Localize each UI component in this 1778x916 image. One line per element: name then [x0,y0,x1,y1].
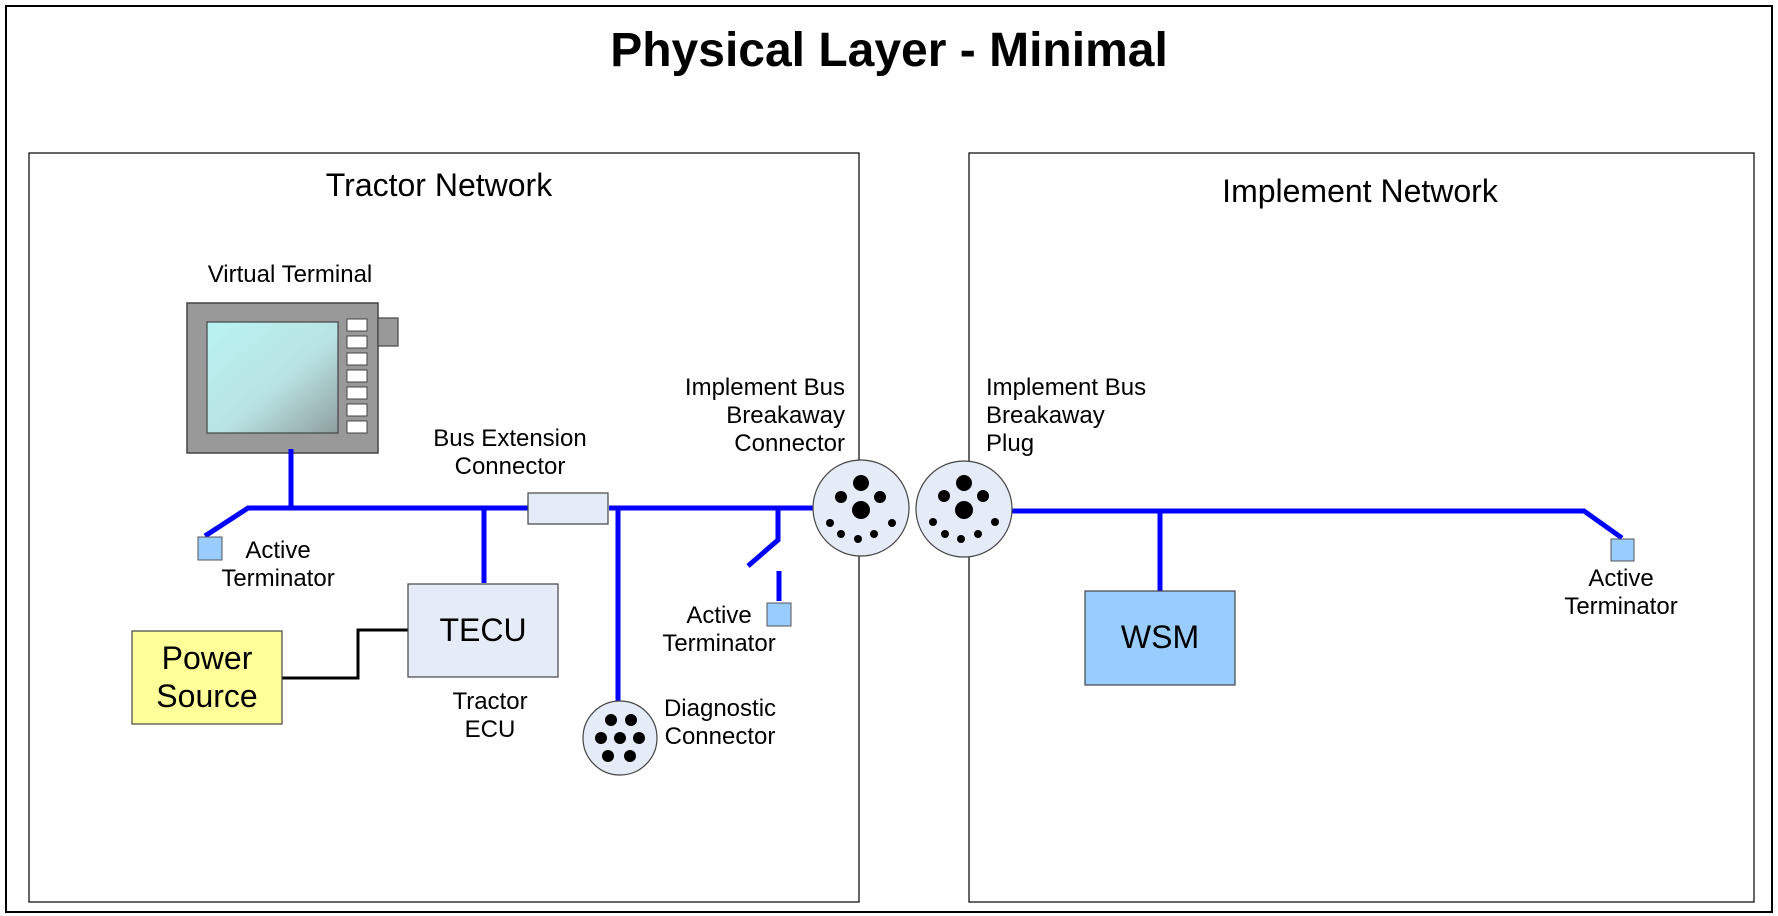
breakaway-plug-label: Implement Bus Breakaway Plug [986,374,1147,457]
virtual-terminal-device [186,302,399,454]
active-terminator-branch [766,602,792,627]
terminal-softkeys [346,318,368,434]
implement-network-panel [968,152,1755,903]
active-terminator-branch-label: Active Terminator [662,602,776,657]
breakaway-connector [812,459,910,557]
tractor-bus [203,449,815,705]
power-source-label: Power Source [156,640,258,714]
power-wire [282,628,408,680]
diagnostic-connector [582,700,658,776]
diagram-title: Physical Layer - Minimal [610,24,1168,77]
bus-extension-connector [527,492,609,525]
tecu-box [407,583,559,678]
breakaway-connector-label: Implement Bus Breakaway Connector [684,374,845,457]
tractor-network-panel [28,152,860,903]
implement-bus [1012,508,1624,591]
power-source-box [131,630,283,725]
active-terminator-right-label: Active Terminator [1564,565,1678,620]
diagnostic-connector-label: Diagnostic Connector [663,695,777,750]
tractor-network-title: Tractor Network [325,167,553,203]
virtual-terminal-label: Virtual Terminal [207,261,373,288]
active-terminator-left-label: Active Terminator [221,537,335,592]
implement-network-title: Implement Network [1222,173,1498,209]
terminal-screen [206,321,339,434]
bus-extension-connector-label: Bus Extension Connector [433,425,587,480]
tecu-box-label: TECU [439,612,527,648]
active-terminator-left [197,536,223,561]
active-terminator-right [1610,538,1635,562]
wsm-box-label: WSM [1120,619,1200,655]
outer-frame [5,5,1773,913]
tecu-caption: Tractor ECU [452,688,528,743]
wsm-box [1084,590,1236,686]
breakaway-plug [915,460,1013,558]
